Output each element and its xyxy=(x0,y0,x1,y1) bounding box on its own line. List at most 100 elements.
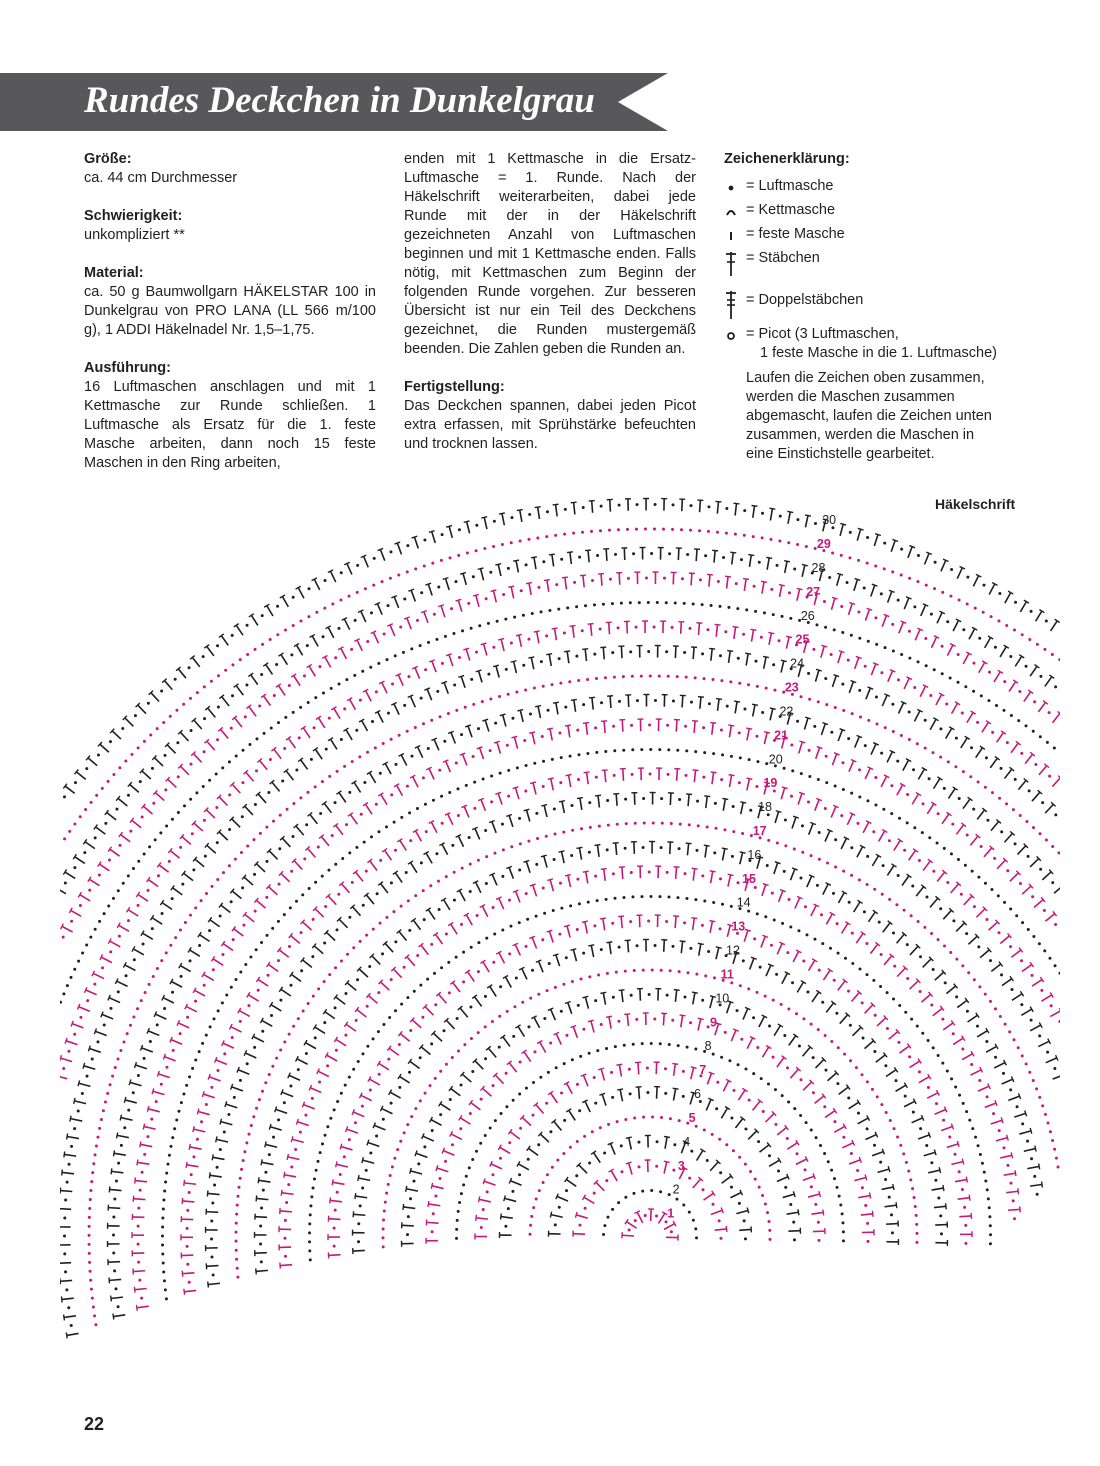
chain-mark xyxy=(307,615,311,619)
stitch-mark xyxy=(697,1017,704,1021)
chain-mark xyxy=(339,959,343,963)
chain-mark xyxy=(491,905,495,909)
stitch-mark xyxy=(472,880,479,884)
stitch-mark xyxy=(221,696,230,707)
stitch-mark xyxy=(983,847,993,858)
stitch-mark xyxy=(715,1022,722,1026)
chain-mark xyxy=(835,1185,839,1189)
chain-mark xyxy=(976,720,980,724)
stitch-mark xyxy=(776,1057,785,1068)
chain-mark xyxy=(358,1204,362,1208)
stitch-mark xyxy=(767,963,774,968)
stitch-mark xyxy=(1008,1095,1020,1102)
difficulty-text: unkompliziert ** xyxy=(84,227,185,243)
chain-mark xyxy=(560,557,564,561)
chain-mark xyxy=(154,1100,158,1104)
chain-mark xyxy=(344,992,348,996)
chain-mark xyxy=(742,533,746,537)
chain-mark xyxy=(967,971,971,975)
stitch-mark xyxy=(465,521,471,534)
chain-mark xyxy=(612,773,616,777)
stitch-mark xyxy=(672,1062,679,1065)
chain-mark xyxy=(155,967,159,971)
chain-mark xyxy=(815,623,819,627)
stitch-mark xyxy=(164,1055,176,1062)
chain-mark xyxy=(612,724,616,728)
stitch-mark xyxy=(266,848,272,854)
stitch-mark xyxy=(675,768,679,781)
legend-item: = Doppelstäbchen xyxy=(724,289,1024,325)
chain-mark xyxy=(604,750,608,754)
chain-mark xyxy=(399,1139,403,1143)
stitch-mark xyxy=(267,886,278,896)
chain-mark xyxy=(983,785,987,789)
stitch-mark xyxy=(339,1143,343,1150)
chain-mark xyxy=(334,656,338,660)
chain-mark xyxy=(211,1201,215,1205)
stitch-mark xyxy=(620,916,623,929)
chain-mark xyxy=(63,1216,67,1220)
stitch-mark xyxy=(485,1045,492,1051)
chain-mark xyxy=(581,506,585,510)
stitch-mark xyxy=(881,828,888,834)
stitch-mark xyxy=(203,973,215,982)
chain-mark xyxy=(985,917,989,921)
chain-mark xyxy=(119,1048,123,1052)
chain-mark xyxy=(759,635,763,639)
stitch-mark xyxy=(888,1030,899,1040)
chain-mark xyxy=(718,604,722,608)
chain-mark xyxy=(742,1219,746,1223)
stitch-mark xyxy=(899,782,906,787)
chain-mark xyxy=(141,942,145,946)
chain-mark xyxy=(684,724,688,728)
stitch-mark xyxy=(229,1083,234,1090)
chain-mark xyxy=(988,1233,992,1237)
chain-mark xyxy=(132,1015,136,1019)
chain-mark xyxy=(841,1239,845,1243)
chain-mark xyxy=(289,983,293,987)
chain-mark xyxy=(1009,907,1013,911)
stitch-mark xyxy=(133,1061,138,1069)
stitch-mark xyxy=(543,578,550,582)
chain-mark xyxy=(255,737,259,741)
stitch-mark xyxy=(989,845,995,851)
chain-mark xyxy=(858,636,862,640)
round-number: 7 xyxy=(699,1063,706,1077)
stitch-mark xyxy=(858,1024,864,1030)
chain-mark xyxy=(1041,801,1045,805)
stitch-mark xyxy=(203,807,209,813)
stitch-mark xyxy=(77,891,82,898)
stitch-mark xyxy=(411,535,418,539)
stitch-mark xyxy=(674,866,678,879)
chain-mark xyxy=(694,1227,698,1231)
stitch-mark xyxy=(548,930,554,943)
stitch-mark xyxy=(312,746,319,752)
chain-mark xyxy=(118,766,122,770)
stitch-mark xyxy=(1007,933,1012,939)
stitch-mark xyxy=(608,1016,612,1029)
chain-mark xyxy=(307,587,311,591)
chain-mark xyxy=(528,512,532,516)
chain-mark xyxy=(892,997,896,1001)
stitch-mark xyxy=(1034,664,1040,669)
stitch-mark xyxy=(409,1017,415,1023)
stitch-mark xyxy=(884,1204,897,1208)
stitch-mark xyxy=(950,702,959,715)
stitch-mark xyxy=(388,1089,393,1096)
chain-mark xyxy=(524,944,528,948)
chain-mark xyxy=(717,1219,721,1223)
chain-mark xyxy=(916,553,920,557)
chain-mark xyxy=(88,1198,92,1202)
chain-mark xyxy=(275,663,279,667)
section-finishing: Fertigstellung: Das Deckchen spannen, da… xyxy=(404,378,696,454)
chain-mark xyxy=(997,1129,1001,1133)
chain-mark xyxy=(176,741,180,745)
stitch-mark xyxy=(290,1136,294,1143)
chain-mark xyxy=(150,927,154,931)
stitch-mark xyxy=(609,1143,616,1155)
chain-mark xyxy=(260,1206,264,1210)
chain-mark xyxy=(277,959,281,963)
stitch-mark xyxy=(587,622,594,625)
chain-mark xyxy=(1005,623,1009,627)
chain-mark xyxy=(169,943,173,947)
